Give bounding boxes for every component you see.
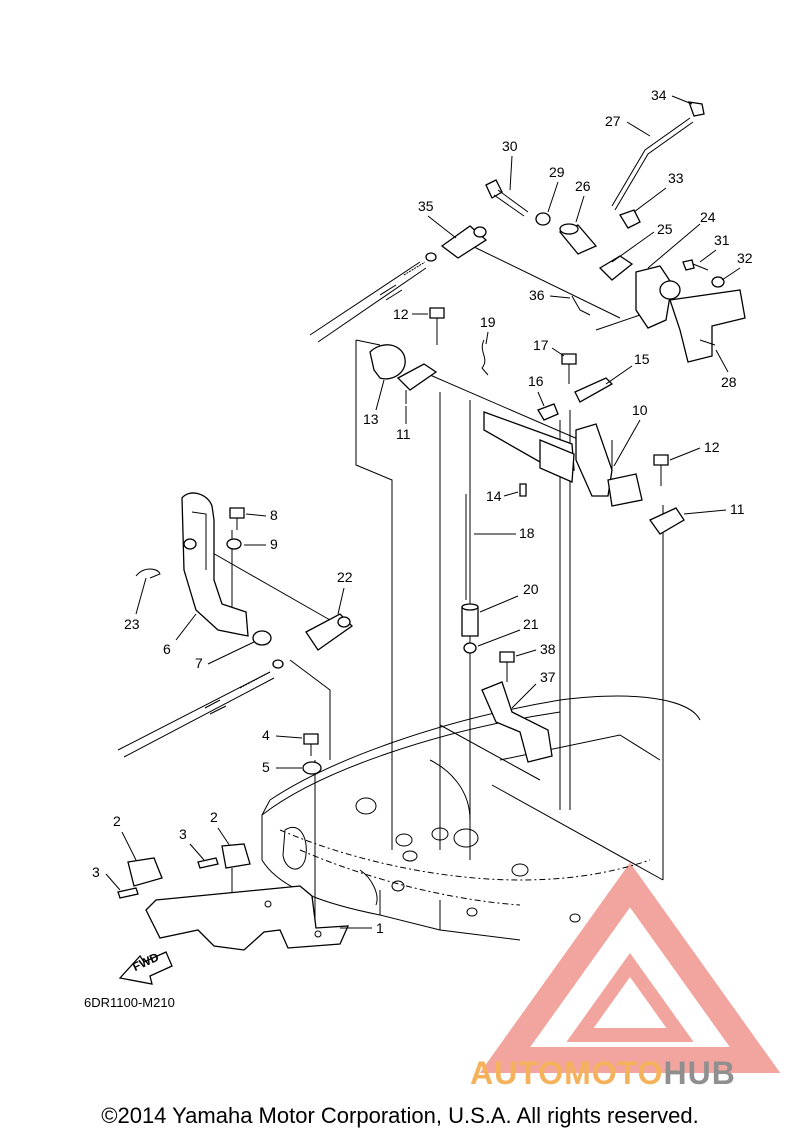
callout-29: 29 [549, 164, 565, 180]
part-27-rod [611, 101, 705, 211]
part-19-clip [481, 339, 489, 376]
watermark-text-auto: AUTO [470, 1055, 565, 1091]
callout-30: 30 [502, 138, 518, 154]
callout-9: 9 [270, 536, 278, 552]
callout-4: 4 [262, 727, 270, 743]
callout-37: 37 [540, 669, 556, 685]
fwd-arrow [118, 951, 173, 985]
part-5-washer [302, 761, 322, 775]
callout-labels: 34 27 30 29 26 33 35 25 24 31 32 36 28 1… [92, 87, 753, 936]
part-20-sleeve [461, 603, 479, 637]
callout-12a: 12 [393, 306, 409, 322]
part-26-collar [558, 223, 598, 255]
part-1-plate [145, 885, 350, 951]
part-16-nut [537, 403, 559, 421]
callout-25: 25 [657, 221, 673, 237]
part-22-joint [305, 613, 354, 651]
callout-5: 5 [262, 759, 270, 775]
part-14-pin [519, 483, 527, 497]
callout-36: 36 [529, 287, 545, 303]
part-12-bolt-right [653, 454, 669, 486]
part-21-nut [463, 642, 477, 654]
callout-11b: 11 [730, 501, 745, 517]
callout-3b: 3 [92, 864, 100, 880]
part-30-bolt [485, 179, 529, 217]
part-7-washer [252, 630, 272, 646]
callout-2a: 2 [113, 813, 121, 829]
part-2-bracket-right [221, 843, 251, 869]
callout-34: 34 [651, 87, 667, 103]
part-33-clip [619, 209, 641, 229]
part-12-bolt-upper [429, 307, 445, 345]
part-15-plate [574, 377, 614, 403]
callout-1: 1 [376, 920, 384, 936]
part-31-screw [682, 259, 709, 271]
watermark-text: AUTOMOTOHUB [470, 1055, 736, 1092]
watermark-text-moto: MOTO [564, 1055, 664, 1091]
part-38-bolt [499, 651, 515, 682]
watermark-text-hub: HUB [663, 1055, 736, 1091]
callout-8: 8 [270, 507, 278, 523]
callout-14: 14 [486, 488, 502, 504]
part-4-bolt [303, 733, 319, 756]
part-18-rod [465, 494, 471, 600]
part-10-shaft [483, 411, 643, 507]
part-6-lever [181, 492, 249, 637]
callout-7: 7 [195, 655, 203, 671]
callout-33: 33 [668, 170, 684, 186]
part-8-bolt [229, 507, 245, 530]
part-28-bracket [669, 289, 746, 363]
part-35-joint [440, 225, 488, 259]
callout-27: 27 [605, 113, 621, 129]
callout-17: 17 [533, 337, 549, 353]
callout-11a: 11 [396, 426, 411, 442]
part-32-washer [711, 276, 725, 288]
part-25-lever [598, 255, 634, 281]
callout-13: 13 [363, 411, 379, 427]
callout-28: 28 [721, 374, 737, 390]
callout-24: 24 [700, 209, 716, 225]
callout-38: 38 [540, 641, 556, 657]
callout-15: 15 [634, 351, 650, 367]
part-13-clip [369, 344, 406, 380]
diagram-code: 6DR1100-M210 [84, 995, 175, 1010]
callout-20: 20 [523, 581, 539, 597]
part-24-cam [635, 265, 681, 329]
callout-2b: 2 [210, 809, 218, 825]
part-17-bolt [561, 353, 577, 384]
part-37-bracket [481, 681, 553, 763]
part-11-joint-upper [396, 363, 438, 404]
connection-lines [189, 244, 664, 940]
callout-26: 26 [575, 178, 591, 194]
callout-19: 19 [480, 314, 496, 330]
callout-21: 21 [523, 616, 539, 632]
part-11-joint-right [649, 507, 685, 535]
callout-23: 23 [124, 616, 140, 632]
callout-12b: 12 [704, 439, 720, 455]
callout-3a: 3 [179, 826, 187, 842]
part-3-pin-left [117, 887, 139, 899]
callout-6: 6 [163, 641, 171, 657]
callout-18: 18 [519, 525, 535, 541]
copyright-notice: ©2014 Yamaha Motor Corporation, U.S.A. A… [101, 1103, 699, 1128]
watermark-logo [479, 862, 781, 1073]
part-29-washer [535, 212, 551, 226]
shift-cable-lower [117, 659, 284, 758]
callout-10: 10 [632, 402, 648, 418]
part-2-bracket-left [127, 857, 163, 887]
engine-base [261, 695, 701, 941]
callout-35: 35 [418, 198, 434, 214]
throttle-cable-upper [309, 252, 437, 343]
callout-32: 32 [737, 250, 753, 266]
callout-31: 31 [714, 232, 730, 248]
callout-16: 16 [528, 373, 544, 389]
callout-22: 22 [337, 569, 353, 585]
part-3-pin-right [197, 857, 219, 869]
part-9-washer [226, 538, 242, 550]
part-23-clip [135, 568, 161, 579]
part-36-pin [571, 295, 591, 316]
